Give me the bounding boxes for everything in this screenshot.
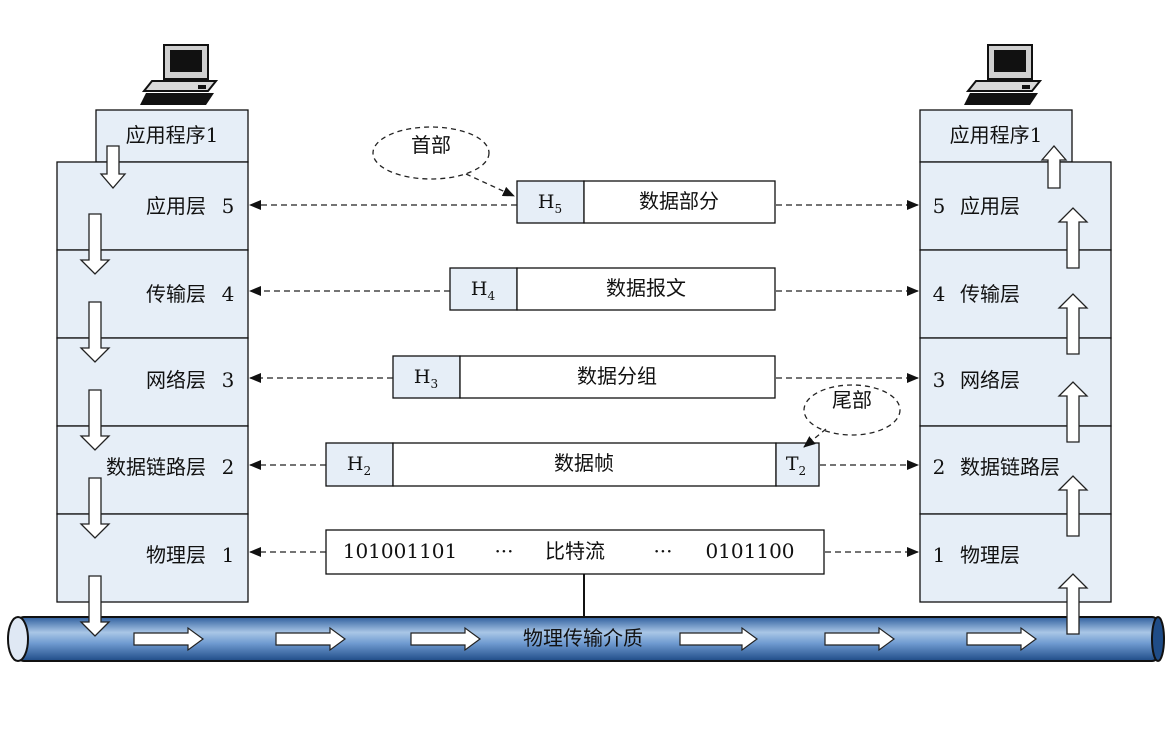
right-layer-5-num: 5 [933, 194, 946, 218]
right-up-arrows [1040, 145, 1089, 635]
down-arrow-icon [79, 389, 111, 451]
left-down-arrows [79, 145, 127, 637]
header-callout-label: 首部 [411, 133, 451, 157]
pipe-arrow [966, 626, 1038, 652]
left-layer-3-num: 3 [222, 368, 235, 392]
computer-icon-left [140, 44, 219, 105]
svg-text:H5: H5 [538, 191, 562, 216]
trailer-callout: 尾部 [803, 384, 901, 448]
right-layer-5-name: 应用层 [960, 194, 1020, 218]
pdu-network-header [392, 355, 461, 399]
left-layer-5-name: 应用层 [146, 194, 206, 218]
ellipsis-left: ··· [494, 539, 513, 563]
pdu-transport-header-letter: H [471, 278, 488, 300]
pdu-transport-label: 数据报文 [606, 276, 686, 300]
up-arrow-icon [1040, 145, 1068, 189]
left-app-box [95, 109, 249, 163]
bitstream-label: 比特流 [545, 539, 605, 563]
trailer-callout-ellipse [803, 384, 901, 436]
pdu-physical-box [325, 529, 825, 575]
right-layer-3-num: 3 [933, 368, 946, 392]
right-layer-4-name: 传输层 [960, 282, 1020, 306]
up-arrow-icon [1057, 207, 1089, 269]
pdu-datalink-trailer-sub: 2 [799, 464, 807, 478]
pdu-datalink-header-sub: 2 [363, 464, 371, 478]
header-callout: 首部 [372, 126, 515, 197]
pdu-application: H5 数据部分 [516, 180, 776, 224]
right-layer-3-name: 网络层 [960, 368, 1020, 392]
svg-text:H2: H2 [347, 453, 371, 478]
left-layer-2-num: 2 [222, 455, 235, 479]
header-callout-ellipse [372, 126, 490, 180]
up-arrow-icon [1057, 475, 1089, 537]
peer-arrows [249, 200, 919, 557]
pdu-datalink-header-letter: H [347, 453, 364, 475]
left-app-label: 应用程序1 [126, 123, 219, 147]
left-stack: 应用程序1 应用层 5 传输层 4 网络层 3 数据链路层 2 物理层 1 [56, 109, 249, 637]
pdu-network-label: 数据分组 [577, 364, 657, 388]
header-callout-pointer [465, 173, 515, 197]
pdu-datalink-trailer [775, 442, 820, 487]
pdu-transport: H4 数据报文 [449, 267, 776, 311]
pdu-network-header-sub: 3 [430, 377, 438, 391]
left-layer-4-name: 传输层 [146, 282, 206, 306]
pdu-transport-body [516, 267, 776, 311]
left-layer-2-name: 数据链路层 [106, 455, 206, 479]
right-layer-1-name: 物理层 [960, 543, 1020, 567]
trailer-callout-pointer [803, 428, 827, 448]
left-layer-1-num: 1 [222, 543, 235, 567]
down-arrow-icon [99, 145, 127, 189]
pipe-arrow [275, 626, 347, 652]
pdu-network: H3 数据分组 [392, 355, 776, 399]
physical-medium-pipe: 物理传输介质 [7, 616, 1165, 662]
right-stack: 应用程序1 5 应用层 4 传输层 3 网络层 2 数据链路层 1 物理层 [919, 109, 1112, 635]
pdu-transport-header-sub: 4 [487, 289, 495, 303]
right-layer-2-name: 数据链路层 [960, 455, 1060, 479]
svg-text:H3: H3 [414, 366, 438, 391]
pipe-arrow [133, 626, 205, 652]
pdu-network-body [459, 355, 776, 399]
bits-right: 0101100 [705, 539, 794, 563]
pdu-physical: 101001101 ··· 比特流 ··· 0101100 [325, 529, 825, 575]
left-layer-3-name: 网络层 [146, 368, 206, 392]
up-arrow-icon [1057, 573, 1089, 635]
pdu-application-header-sub: 5 [554, 202, 562, 216]
bits-left: 101001101 [343, 539, 458, 563]
left-layer-5-num: 5 [222, 194, 235, 218]
svg-text:T2: T2 [786, 453, 806, 478]
up-arrow-icon [1057, 381, 1089, 443]
trailer-callout-label: 尾部 [832, 388, 872, 412]
down-arrow-icon [79, 477, 111, 539]
down-arrow-icon [79, 575, 111, 637]
right-layer-4-num: 4 [933, 282, 946, 306]
up-arrow-icon [1057, 293, 1089, 355]
left-layer-1-name: 物理层 [146, 543, 206, 567]
pdu-datalink-body [392, 442, 777, 487]
left-layer-4-num: 4 [222, 282, 235, 306]
svg-text:H4: H4 [471, 278, 496, 303]
pdu-datalink-trailer-letter: T [786, 453, 799, 475]
pdu-application-header-letter: H [538, 191, 555, 213]
pipe-arrow [679, 626, 759, 652]
right-layer-2-num: 2 [933, 455, 946, 479]
pdu-application-label: 数据部分 [639, 189, 719, 213]
computer-icon-right [964, 44, 1043, 105]
down-arrow-icon [79, 213, 111, 275]
pipe-arrow [824, 626, 896, 652]
pipe-arrow [410, 626, 482, 652]
pdu-application-body [583, 180, 776, 224]
pipe-flow-arrows [133, 626, 1038, 652]
down-arrow-icon [79, 301, 111, 363]
ellipsis-right: ··· [653, 539, 672, 563]
medium-label: 物理传输介质 [523, 626, 643, 650]
right-app-label: 应用程序1 [950, 123, 1043, 147]
right-layer-1-num: 1 [933, 543, 946, 567]
pdu-network-header-letter: H [414, 366, 431, 388]
pdu-datalink: H2 数据帧 T2 [325, 442, 820, 487]
pdu-datalink-label: 数据帧 [554, 451, 614, 475]
